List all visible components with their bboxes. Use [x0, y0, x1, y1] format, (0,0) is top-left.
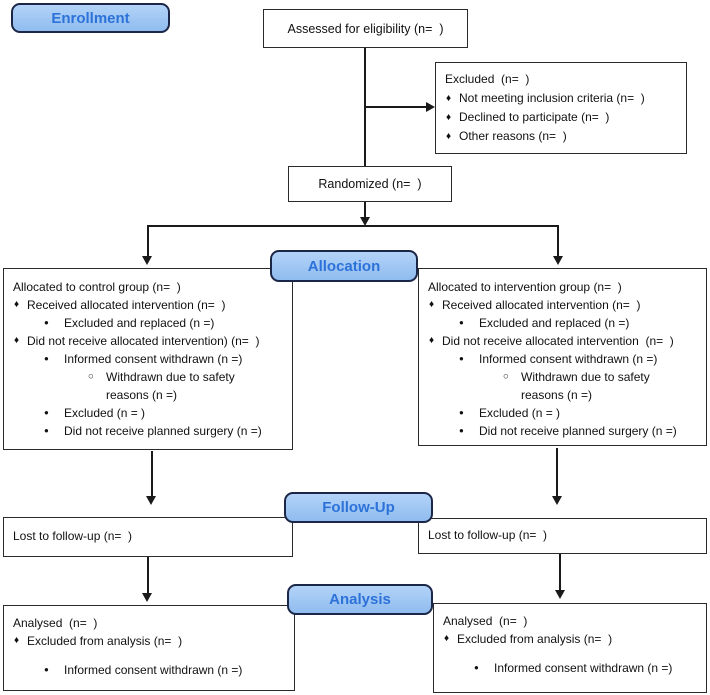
diamond-bullet-icon: ♦ [14, 335, 20, 346]
dot-bullet-icon: ● [44, 354, 49, 363]
connector-followup-analysis-right [559, 554, 561, 590]
lost-followup-left-box: Lost to follow-up (n= ) [3, 517, 293, 557]
dot-bullet-icon: ● [459, 426, 464, 435]
analysis-phase-text: Analysis [329, 591, 391, 608]
arrowhead-down-icon [359, 217, 370, 226]
allocation-phase-text: Allocation [307, 257, 381, 275]
diamond-bullet-icon: ♦ [429, 335, 435, 346]
arrowhead-down-icon [551, 496, 562, 505]
randomized-box: Randomized (n= ) [288, 166, 452, 202]
arrowhead-down-icon [552, 256, 563, 265]
connector-randomized-split [364, 202, 366, 218]
connector-assessed-randomized [364, 48, 366, 166]
followup-phase-text: Follow-Up [322, 499, 395, 516]
randomized-text: Randomized (n= ) [318, 177, 422, 191]
connector-followup-analysis-left [146, 557, 149, 593]
excluded-box: Excluded (n= ) ♦ Not meeting inclusion c… [435, 62, 687, 154]
excluded-title-line: Excluded (n= ) [445, 70, 680, 89]
lost-followup-left-text: Lost to follow-up (n= ) [13, 529, 133, 543]
analysed-left-box: Analysed (n= ) ♦Excluded from analysis (… [3, 605, 295, 691]
enrollment-phase-label: Enrollment [11, 3, 170, 33]
excluded-item: ♦ Declined to participate (n= ) [446, 108, 680, 127]
allocation-phase-label: Allocation [270, 250, 418, 282]
dot-bullet-icon: ● [474, 663, 479, 672]
circle-bullet-icon: ○ [503, 371, 509, 382]
analysis-phase-label: Analysis [287, 584, 433, 615]
alloc-intervention-title: Allocated to intervention group (n= ) [428, 280, 622, 294]
assessed-for-eligibility-box: Assessed for eligibility (n= ) [263, 9, 468, 48]
split-horizontal-line [147, 225, 559, 227]
diamond-bullet-icon: ♦ [446, 112, 452, 123]
connector-to-excluded [366, 106, 426, 108]
excluded-item: ♦ Other reasons (n= ) [446, 127, 680, 146]
arrowhead-down-icon [146, 496, 156, 505]
diamond-bullet-icon: ♦ [446, 93, 452, 104]
allocated-control-box: Allocated to control group (n= ) ♦Receiv… [3, 268, 293, 450]
excluded-item: ♦ Not meeting inclusion criteria (n= ) [446, 89, 680, 108]
diamond-bullet-icon: ♦ [14, 635, 20, 646]
dot-bullet-icon: ● [459, 318, 464, 327]
connector-split-right [557, 225, 559, 256]
dot-bullet-icon: ● [459, 408, 464, 417]
excluded-title: Excluded (n= ) [445, 72, 530, 86]
diamond-bullet-icon: ♦ [429, 299, 435, 310]
dot-bullet-icon: ● [44, 426, 49, 435]
arrowhead-right-icon [426, 101, 435, 112]
connector-split-left [146, 225, 149, 256]
arrowhead-down-icon [142, 256, 152, 265]
diamond-bullet-icon: ♦ [14, 299, 20, 310]
connector-alloc-followup-right [556, 448, 558, 496]
arrowhead-down-icon [142, 593, 152, 602]
allocated-intervention-box: Allocated to intervention group (n= ) ♦R… [418, 268, 707, 446]
followup-phase-label: Follow-Up [284, 492, 433, 523]
dot-bullet-icon: ● [44, 665, 49, 674]
dot-bullet-icon: ● [44, 318, 49, 327]
circle-bullet-icon: ○ [88, 371, 94, 382]
diamond-bullet-icon: ♦ [446, 131, 452, 142]
dot-bullet-icon: ● [44, 408, 49, 417]
enrollment-phase-text: Enrollment [51, 9, 130, 27]
lost-followup-right-text: Lost to follow-up (n= ) [428, 528, 548, 542]
arrowhead-down-icon [554, 590, 565, 599]
connector-alloc-followup-left [150, 451, 153, 496]
dot-bullet-icon: ● [459, 354, 464, 363]
analysed-right-box: Analysed (n= ) ♦Excluded from analysis (… [433, 603, 707, 693]
alloc-control-title: Allocated to control group (n= ) [13, 280, 181, 294]
assessed-text: Assessed for eligibility (n= ) [287, 21, 444, 36]
diamond-bullet-icon: ♦ [444, 633, 450, 644]
analysed-right-title: Analysed (n= ) [443, 614, 528, 628]
analysed-left-title: Analysed (n= ) [13, 616, 98, 630]
lost-followup-right-box: Lost to follow-up (n= ) [418, 518, 707, 554]
